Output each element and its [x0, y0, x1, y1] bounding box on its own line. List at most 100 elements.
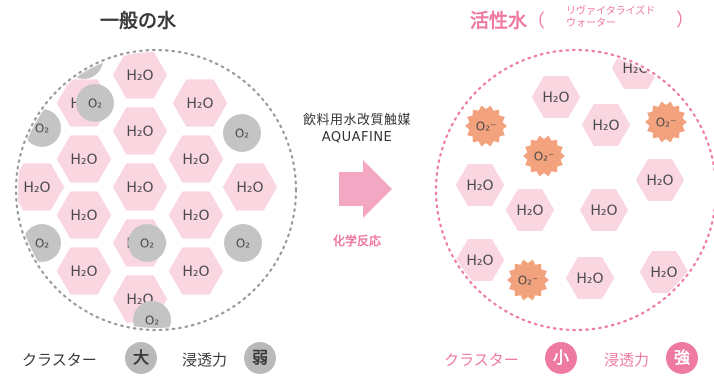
hexagon-shape: [165, 188, 227, 242]
right-cluster-label: クラスター: [444, 351, 519, 369]
hexagon-shape: [562, 254, 618, 302]
hexagon-shape: [169, 76, 231, 130]
catalyst-name: 飲料用水改質触媒: [302, 113, 411, 128]
oxygen-circle: [65, 52, 103, 79]
water-molecule: H₂O: [165, 132, 227, 186]
oxygen-molecule: O₂: [223, 114, 261, 152]
left-circle-border: [14, 48, 298, 332]
oxygen-molecule-label: O₂: [236, 236, 250, 250]
ordinary-water-circle: H₂OH₂OH₂OH₂OH₂OH₂OH₂OH₂OH₂OH₂OH₂OH₂OH₂OH…: [14, 48, 298, 332]
hexagon-shape: [109, 52, 171, 102]
water-molecule: H₂O: [53, 132, 115, 186]
water-molecule-label: H₂O: [186, 96, 213, 112]
water-molecule-label: H₂O: [23, 180, 50, 196]
oxygen-molecule-label: O₂: [88, 96, 102, 110]
water-molecule-label: H₂O: [182, 152, 209, 168]
active-oxygen-molecule: O₂⁻: [465, 105, 507, 147]
hexagon-shape: [109, 104, 171, 158]
water-molecule: H₂O: [219, 160, 281, 214]
oxygen-circle: [133, 301, 171, 328]
subtitle-line2: ウォーター: [566, 18, 616, 29]
oxygen-molecule: O₂: [224, 224, 262, 262]
left-cluster-label: クラスター: [22, 351, 97, 369]
water-molecule-label: H₂O: [590, 203, 617, 219]
left-permeability-badge: 弱: [244, 342, 276, 374]
water-molecule-label: H₂O: [182, 208, 209, 224]
water-molecule-label: H₂O: [650, 265, 677, 281]
oxygen-molecule-label: O₂: [35, 236, 49, 250]
active-oxygen-burst: [465, 105, 507, 147]
chemical-reaction-label: 化学反応: [332, 234, 381, 248]
oxygen-molecule-label: O₂: [145, 313, 159, 327]
hexagon-shape: [109, 160, 171, 214]
water-molecule: H₂O: [109, 52, 171, 102]
large-cluster-group: H₂OH₂OH₂OH₂OH₂OH₂OH₂OH₂OH₂OH₂OH₂OH₂OH₂OH…: [18, 52, 281, 328]
right-permeability-badge: 強: [666, 342, 698, 374]
subtitle-line1: リヴァイタライズド: [566, 6, 656, 17]
active-oxygen-burst: [507, 259, 549, 301]
ordinary-water-title: 一般の水: [100, 10, 177, 32]
revitalized-water-subtitle: リヴァイタライズド ウォーター: [552, 6, 655, 30]
active-oxygen-molecule: O₂⁻: [523, 135, 565, 177]
paren-open: （: [527, 11, 546, 32]
oxygen-circle: [223, 114, 261, 152]
right-permeability-label: 浸透力: [604, 351, 650, 369]
water-molecule: H₂O: [109, 160, 171, 214]
active-oxygen-label: O₂⁻: [518, 273, 539, 287]
oxygen-molecule-label: O₂: [77, 53, 91, 67]
right-cluster-badge: 小: [545, 342, 577, 374]
hexagon-shape: [632, 156, 688, 204]
oxygen-molecule: O₂: [133, 301, 171, 328]
water-molecule-label: H₂O: [126, 124, 153, 140]
water-molecule: H₂O: [528, 73, 584, 121]
water-molecule-label: H₂O: [646, 173, 673, 189]
water-molecule-label: H₂O: [542, 90, 569, 106]
water-molecule: H₂O: [109, 104, 171, 158]
oxygen-circle: [128, 224, 166, 262]
water-molecule: H₂O: [53, 188, 115, 242]
water-molecule-label: H₂O: [126, 68, 153, 84]
oxygen-molecule: O₂: [23, 224, 61, 262]
water-molecule-label: H₂O: [516, 203, 543, 219]
oxygen-molecule: O₂: [76, 84, 114, 122]
paren-close: ）: [676, 10, 694, 31]
water-molecule-label: H₂O: [592, 118, 619, 134]
water-molecule: H₂O: [452, 161, 508, 209]
active-oxygen-molecule: O₂⁻: [645, 101, 687, 143]
water-molecule-label: H₂O: [466, 178, 493, 194]
active-water-title-main: 活性水: [470, 10, 528, 32]
water-molecule: H₂O: [165, 244, 227, 298]
water-molecule: H₂O: [576, 186, 632, 234]
water-molecule: H₂O: [502, 186, 558, 234]
oxygen-molecule: O₂: [128, 224, 166, 262]
water-molecule: H₂O: [53, 244, 115, 298]
oxygen-molecule-label: O₂: [35, 121, 49, 135]
water-molecule-label: H₂O: [70, 152, 97, 168]
water-molecule-label: H₂O: [70, 264, 97, 280]
hexagon-shape: [165, 132, 227, 186]
left-cluster-badge: 大: [125, 342, 157, 374]
hexagon-shape: [528, 73, 584, 121]
hexagon-shape: [219, 160, 281, 214]
active-water-title: 活性水（: [470, 6, 545, 33]
catalyst-label: 飲料用水改質触媒 AQUAFINE: [296, 112, 418, 146]
oxygen-molecule-label: O₂: [140, 236, 154, 250]
reaction-arrow-icon: [339, 160, 392, 218]
hexagon-shape: [502, 186, 558, 234]
left-permeability-label: 浸透力: [182, 351, 228, 369]
water-molecule: H₂O: [18, 160, 68, 214]
water-molecule: H₂O: [632, 156, 688, 204]
water-molecule-label: H₂O: [576, 271, 603, 287]
water-molecule-label: H₂O: [182, 264, 209, 280]
oxygen-circle: [224, 224, 262, 262]
active-oxygen-label: O₂⁻: [476, 119, 497, 133]
water-molecule: H₂O: [452, 236, 508, 284]
hexagon-shape: [578, 101, 634, 149]
water-molecule: H₂O: [562, 254, 618, 302]
hexagon-shape: [165, 244, 227, 298]
oxygen-circle: [76, 84, 114, 122]
water-molecule: H₂O: [578, 101, 634, 149]
